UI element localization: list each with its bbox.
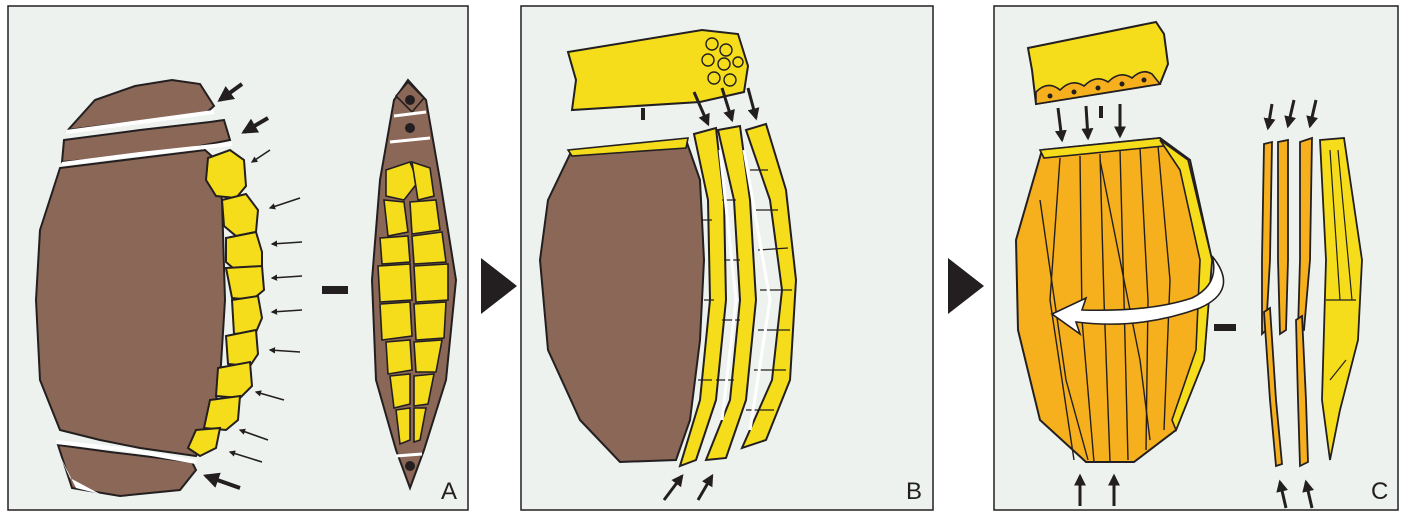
dash-icon xyxy=(1214,324,1236,331)
dot-icon xyxy=(405,123,415,133)
right-triangle-icon xyxy=(481,258,517,314)
tick-mark xyxy=(1099,106,1103,118)
panel-label-c: C xyxy=(1371,478,1388,506)
arrow-icon xyxy=(1086,106,1088,138)
tick-mark xyxy=(641,108,645,120)
dot-icon xyxy=(405,95,415,105)
dot-icon xyxy=(405,461,415,471)
kernel-main-body xyxy=(36,150,225,456)
panel-b xyxy=(521,6,933,510)
side-view-crack-3 xyxy=(396,454,422,456)
panel-c xyxy=(994,6,1398,510)
panel-a xyxy=(8,6,468,510)
dash-icon xyxy=(322,286,348,294)
panel-label-b: B xyxy=(906,478,922,506)
right-triangle-icon xyxy=(948,258,984,314)
panel-label-a: A xyxy=(441,478,457,506)
